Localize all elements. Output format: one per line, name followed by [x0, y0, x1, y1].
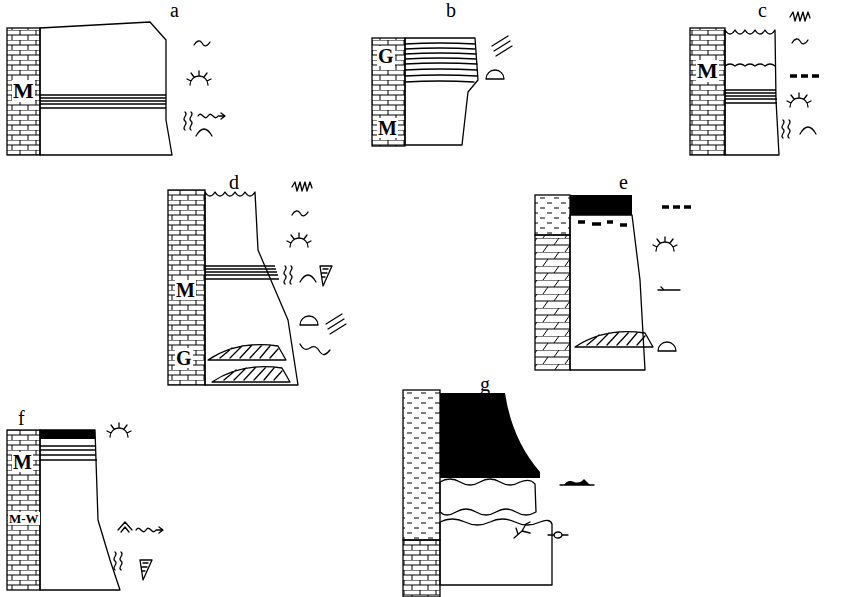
- symbol: [136, 527, 163, 533]
- symbol: [514, 522, 530, 538]
- symbol: [492, 36, 512, 56]
- symbol: [658, 342, 676, 351]
- symbol: [790, 12, 810, 21]
- symbol: [300, 316, 318, 325]
- weathering-profile: [40, 22, 172, 155]
- section-letter: e: [619, 172, 628, 192]
- weathering-profile: [725, 30, 779, 155]
- section-g: [403, 390, 594, 597]
- symbol: [140, 560, 152, 580]
- symbol: [800, 127, 816, 134]
- weathering-profile: [405, 38, 478, 145]
- lithology-column: [535, 235, 570, 370]
- weathering-profile: [40, 430, 120, 590]
- cross-bedding: [575, 332, 653, 347]
- symbol: [787, 93, 811, 107]
- section-letter: c: [758, 0, 767, 20]
- symbol: [792, 39, 808, 44]
- symbol: [118, 522, 132, 532]
- symbol: [486, 70, 504, 79]
- wavy-bed: [440, 479, 536, 515]
- section-a: [7, 22, 225, 155]
- symbol: [662, 207, 691, 208]
- symbol: [658, 287, 680, 290]
- symbol: [194, 41, 210, 46]
- lithology-column: [7, 430, 40, 590]
- section-e: [535, 195, 691, 370]
- lithology-column: [403, 540, 440, 597]
- section-letter: d: [229, 172, 239, 192]
- symbol: [790, 76, 819, 77]
- weathering-profile: [205, 192, 298, 385]
- symbol: [782, 120, 790, 138]
- lithology-column: [7, 28, 40, 155]
- lithology-column: [372, 38, 405, 146]
- lithology-code: M-W: [8, 512, 40, 525]
- symbol: [292, 211, 308, 216]
- section-letter: f: [18, 408, 25, 428]
- section-b: [372, 36, 512, 146]
- section-letter: a: [170, 0, 179, 20]
- lithology-column: [690, 28, 725, 155]
- section-letter: g: [480, 374, 490, 394]
- section-letter: b: [446, 0, 456, 20]
- section-c: [690, 12, 819, 155]
- dark-bed: [440, 393, 540, 478]
- lithology-column: [403, 390, 440, 540]
- lithology-code: G: [175, 348, 193, 368]
- wavy-bed: [440, 519, 552, 585]
- lithology-column: [168, 190, 205, 385]
- lithology-code: G: [377, 46, 395, 66]
- symbol: [284, 266, 292, 284]
- symbol: [198, 113, 225, 119]
- lamination: [40, 446, 97, 460]
- symbol: [326, 314, 346, 334]
- symbol: [548, 532, 568, 538]
- symbol: [292, 182, 312, 191]
- lithology-column: [535, 195, 570, 235]
- symbol: [320, 266, 332, 286]
- symbol: [287, 233, 311, 247]
- bedding: [725, 64, 775, 66]
- lithology-code: M: [12, 80, 35, 102]
- cross-bedding: [208, 345, 286, 360]
- lithology-code: M: [377, 118, 398, 138]
- lithology-code: M: [12, 452, 33, 472]
- dark-bed: [40, 430, 95, 439]
- symbol: [196, 129, 212, 136]
- symbol: [107, 423, 131, 437]
- dark-bed: [570, 195, 632, 215]
- lamination: [725, 90, 777, 103]
- clasts: [578, 222, 627, 225]
- symbol: [300, 275, 316, 282]
- symbol: [300, 344, 330, 355]
- lithology-code: M: [696, 60, 719, 82]
- lamination: [40, 95, 166, 108]
- lamination: [405, 43, 477, 82]
- section-d: [168, 182, 346, 385]
- cross-bedding: [212, 367, 290, 382]
- symbol: [114, 552, 122, 570]
- symbol: [560, 479, 594, 485]
- symbol: [187, 71, 211, 85]
- section-f: [7, 423, 163, 590]
- lamination: [205, 266, 279, 279]
- symbol: [653, 237, 677, 251]
- lithology-code: M: [175, 280, 196, 300]
- symbol: [184, 112, 192, 130]
